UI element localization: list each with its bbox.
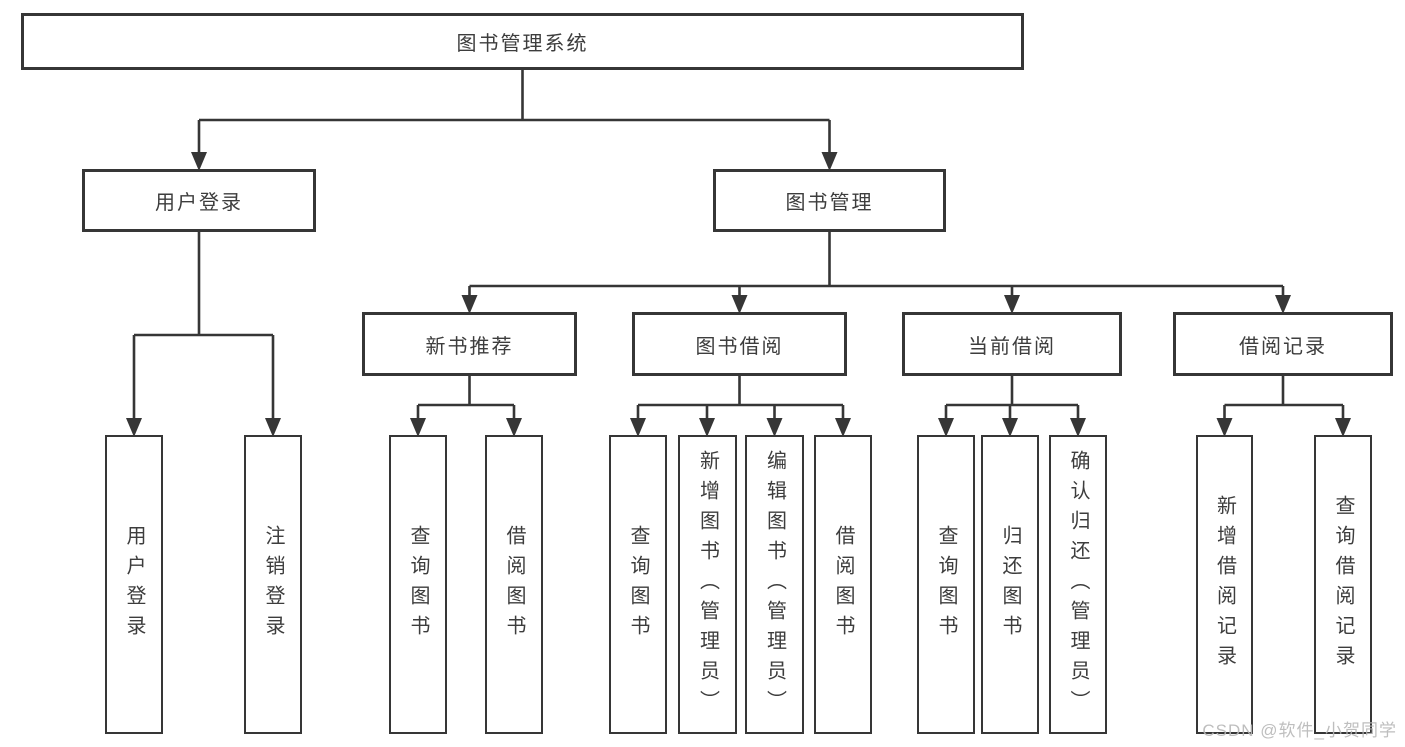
- node-label: 查询借阅记录: [1332, 494, 1354, 675]
- node-label: 新增借阅记录: [1213, 494, 1236, 675]
- node-book-borrow: 图书借阅: [632, 312, 847, 376]
- node-label: 确认归还（管理员）: [1067, 449, 1089, 720]
- leaf-query-books-current: 查询图书: [917, 435, 975, 734]
- leaf-query-books-borrow: 查询图书: [609, 435, 667, 734]
- csdn-watermark: CSDN @软件_小贺同学: [1202, 721, 1397, 740]
- leaf-query-borrow-record: 查询借阅记录: [1314, 435, 1372, 734]
- node-label: 借阅图书: [503, 524, 525, 645]
- node-label: 新书推荐: [425, 335, 514, 358]
- node-label: 借阅记录: [1239, 335, 1327, 358]
- node-label: 查询图书: [407, 524, 429, 645]
- leaf-add-books-admin: 新增图书（管理员）: [678, 435, 737, 734]
- node-label: 图书借阅: [695, 335, 784, 358]
- node-label: 注销登录: [262, 524, 284, 645]
- node-label: 借阅图书: [832, 524, 854, 645]
- node-borrow-records: 借阅记录: [1173, 312, 1393, 376]
- node-book-management: 图书管理: [713, 169, 946, 232]
- node-label: 查询图书: [935, 524, 957, 645]
- node-label: 图书管理: [785, 192, 874, 214]
- leaf-confirm-return-admin: 确认归还（管理员）: [1049, 435, 1107, 734]
- node-user-login: 用户登录: [82, 169, 316, 232]
- leaf-query-books-recommend: 查询图书: [389, 435, 447, 734]
- node-current-borrow: 当前借阅: [902, 312, 1122, 376]
- leaf-return-books: 归还图书: [981, 435, 1039, 734]
- leaf-borrow-books-recommend: 借阅图书: [485, 435, 543, 734]
- node-root-system: 图书管理系统: [21, 13, 1024, 70]
- node-label: 查询图书: [627, 524, 649, 645]
- leaf-user-login: 用户登录: [105, 435, 163, 734]
- leaf-edit-books-admin: 编辑图书（管理员）: [745, 435, 804, 734]
- node-label: 图书管理系统: [456, 33, 589, 55]
- node-label: 用户登录: [123, 524, 145, 645]
- leaf-add-borrow-record: 新增借阅记录: [1196, 435, 1253, 734]
- leaf-logout: 注销登录: [244, 435, 302, 734]
- node-new-book-recommend: 新书推荐: [362, 312, 577, 376]
- node-label: 当前借阅: [968, 335, 1056, 358]
- node-label: 用户登录: [155, 192, 243, 214]
- node-label: 编辑图书（管理员）: [763, 449, 786, 720]
- node-label: 新增图书（管理员）: [696, 449, 719, 720]
- leaf-borrow-books: 借阅图书: [814, 435, 872, 734]
- node-label: 归还图书: [999, 524, 1021, 645]
